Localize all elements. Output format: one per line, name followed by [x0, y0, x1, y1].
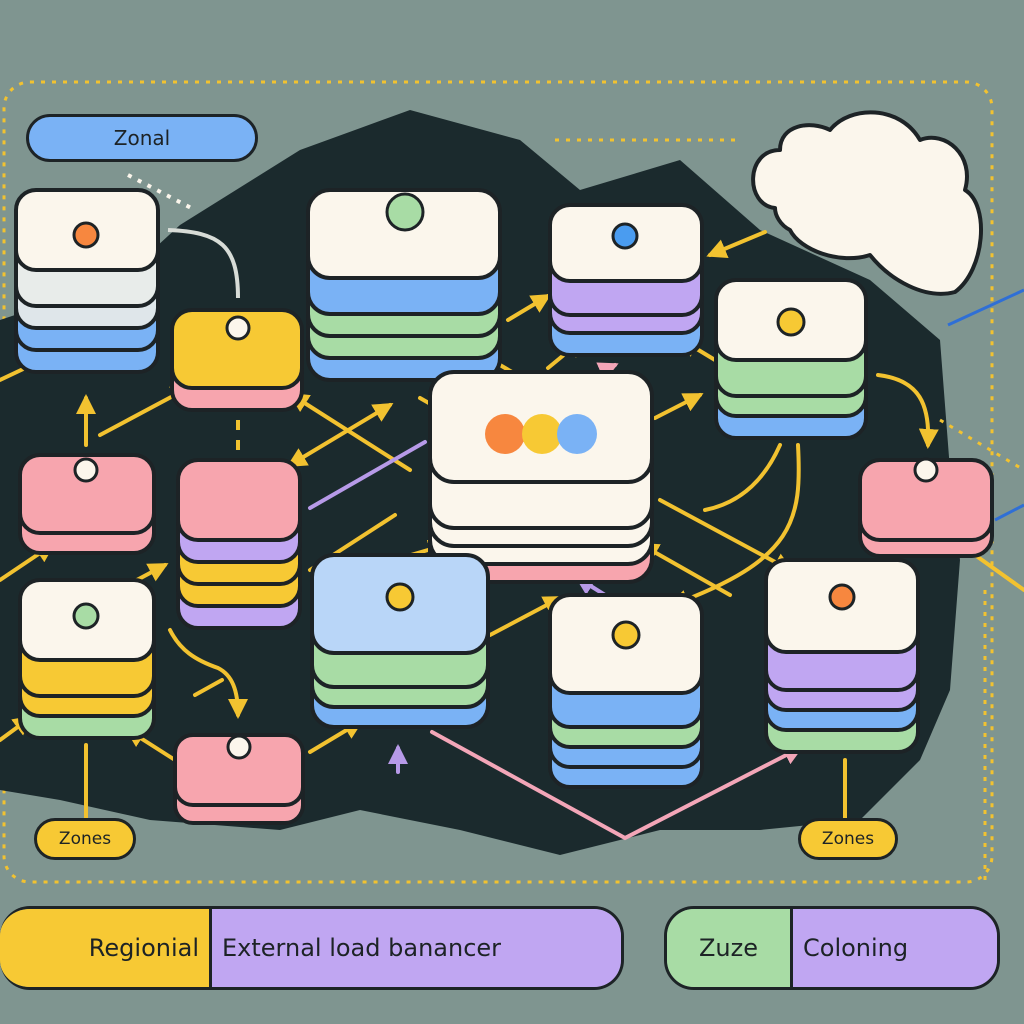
pink-node-right — [858, 457, 994, 558]
legend-regional: Regionial — [0, 909, 212, 987]
zonal-label: Zonal — [26, 114, 258, 162]
server-stack-bottom-right-center — [548, 593, 704, 789]
legend-external-load-balancer: External load banancer — [212, 909, 621, 987]
server-stack-bottom-center — [310, 553, 490, 729]
server-stack-center-left — [176, 458, 302, 630]
zones-label-left: Zones — [34, 818, 136, 860]
flow-arrow-pink — [430, 730, 804, 841]
server-stack-bottom-right — [764, 558, 920, 754]
server-stack-top-right — [548, 203, 704, 357]
cloud-link-2 — [994, 503, 1024, 522]
dotted-connector — [127, 173, 196, 212]
yellow-node-left — [170, 308, 304, 412]
server-stack-bottom-left — [18, 578, 156, 740]
cloud-icon — [751, 110, 983, 296]
server-stack-top-center — [306, 188, 502, 382]
legend-coloning: Coloning — [793, 909, 997, 987]
zones-label-right: Zones — [798, 818, 898, 860]
data-flow-arrows — [0, 230, 1024, 820]
pink-node-left — [18, 453, 156, 555]
server-stack-right — [714, 278, 868, 440]
flow-arrow-purple — [308, 440, 427, 510]
connector-line — [167, 228, 240, 299]
load-balancer-stack — [428, 370, 654, 584]
legend-regional-external-lb: Regionial External load banancer — [0, 906, 624, 990]
cloud-link — [947, 288, 1024, 327]
legend-zuze-coloning: Zuze Coloning — [664, 906, 1000, 990]
server-stack-top-left — [14, 188, 160, 374]
legend-zuze: Zuze — [667, 909, 793, 987]
pink-node-bottom — [173, 733, 305, 825]
